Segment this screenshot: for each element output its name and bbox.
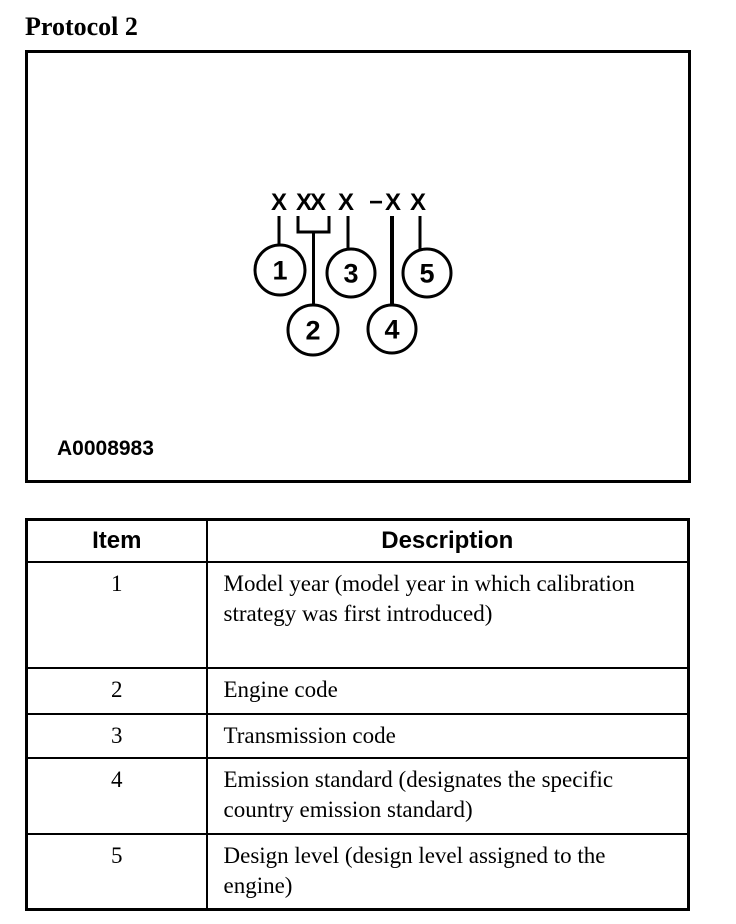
table-header-row: Item Description <box>25 518 690 563</box>
item-description-table: Item Description 1 Model year (model yea… <box>25 518 690 911</box>
callout-number-circle-5 <box>401 247 453 299</box>
table-row: 2 Engine code <box>25 666 690 715</box>
item-number: 4 <box>25 756 208 835</box>
item-description: Model year (model year in which calibrat… <box>205 560 690 669</box>
item-number: 1 <box>25 560 208 669</box>
callout-number-2: 2 <box>305 316 320 346</box>
table-row: 4 Emission standard (designates the spec… <box>25 756 690 835</box>
code-char-group-5: X <box>410 189 426 216</box>
code-char-group-3: X <box>338 189 354 216</box>
table-row: 3 Transmission code <box>25 712 690 759</box>
callout-1: 1 <box>253 243 307 297</box>
item-number: 2 <box>25 666 208 715</box>
callout-number-5: 5 <box>419 259 434 289</box>
callout-4: 4 <box>366 303 418 355</box>
code-char-group-2: XX <box>296 189 326 216</box>
code-format-diagram: X XX X − X X 1 2 3 <box>57 189 453 460</box>
item-number: 3 <box>25 712 208 759</box>
table-row: 1 Model year (model year in which calibr… <box>25 560 690 669</box>
code-separator-dash: − <box>369 189 383 216</box>
table-header-description: Description <box>205 518 690 563</box>
callout-number-3: 3 <box>343 259 358 289</box>
callout-circle-2 <box>286 303 340 357</box>
page-title: Protocol 2 <box>25 12 138 41</box>
callout-circle-4 <box>366 303 418 355</box>
callout-2: 2 <box>286 303 340 357</box>
table-header-item: Item <box>25 518 208 563</box>
item-description: Engine code <box>205 666 690 715</box>
code-char-group-1: X <box>271 189 287 216</box>
callout-5: 5 <box>401 247 453 299</box>
callout-number-1: 1 <box>272 256 287 286</box>
callout-3: 3 <box>325 247 377 299</box>
item-number: 5 <box>25 832 208 911</box>
callout-circle-1 <box>253 243 307 297</box>
figure-id-label: A0008983 <box>57 437 154 460</box>
item-description: Design level (design level assigned to t… <box>205 832 690 911</box>
callout-number-4: 4 <box>384 315 399 345</box>
table-row: 5 Design level (design level assigned to… <box>25 832 690 911</box>
code-format-figure: X XX X − X X 1 2 3 <box>25 50 691 483</box>
leader-bracket-2 <box>296 216 331 306</box>
item-description: Emission standard (designates the specif… <box>205 756 690 835</box>
code-char-group-4: X <box>385 189 401 216</box>
item-description: Transmission code <box>205 712 690 759</box>
callout-circle-3 <box>325 247 377 299</box>
